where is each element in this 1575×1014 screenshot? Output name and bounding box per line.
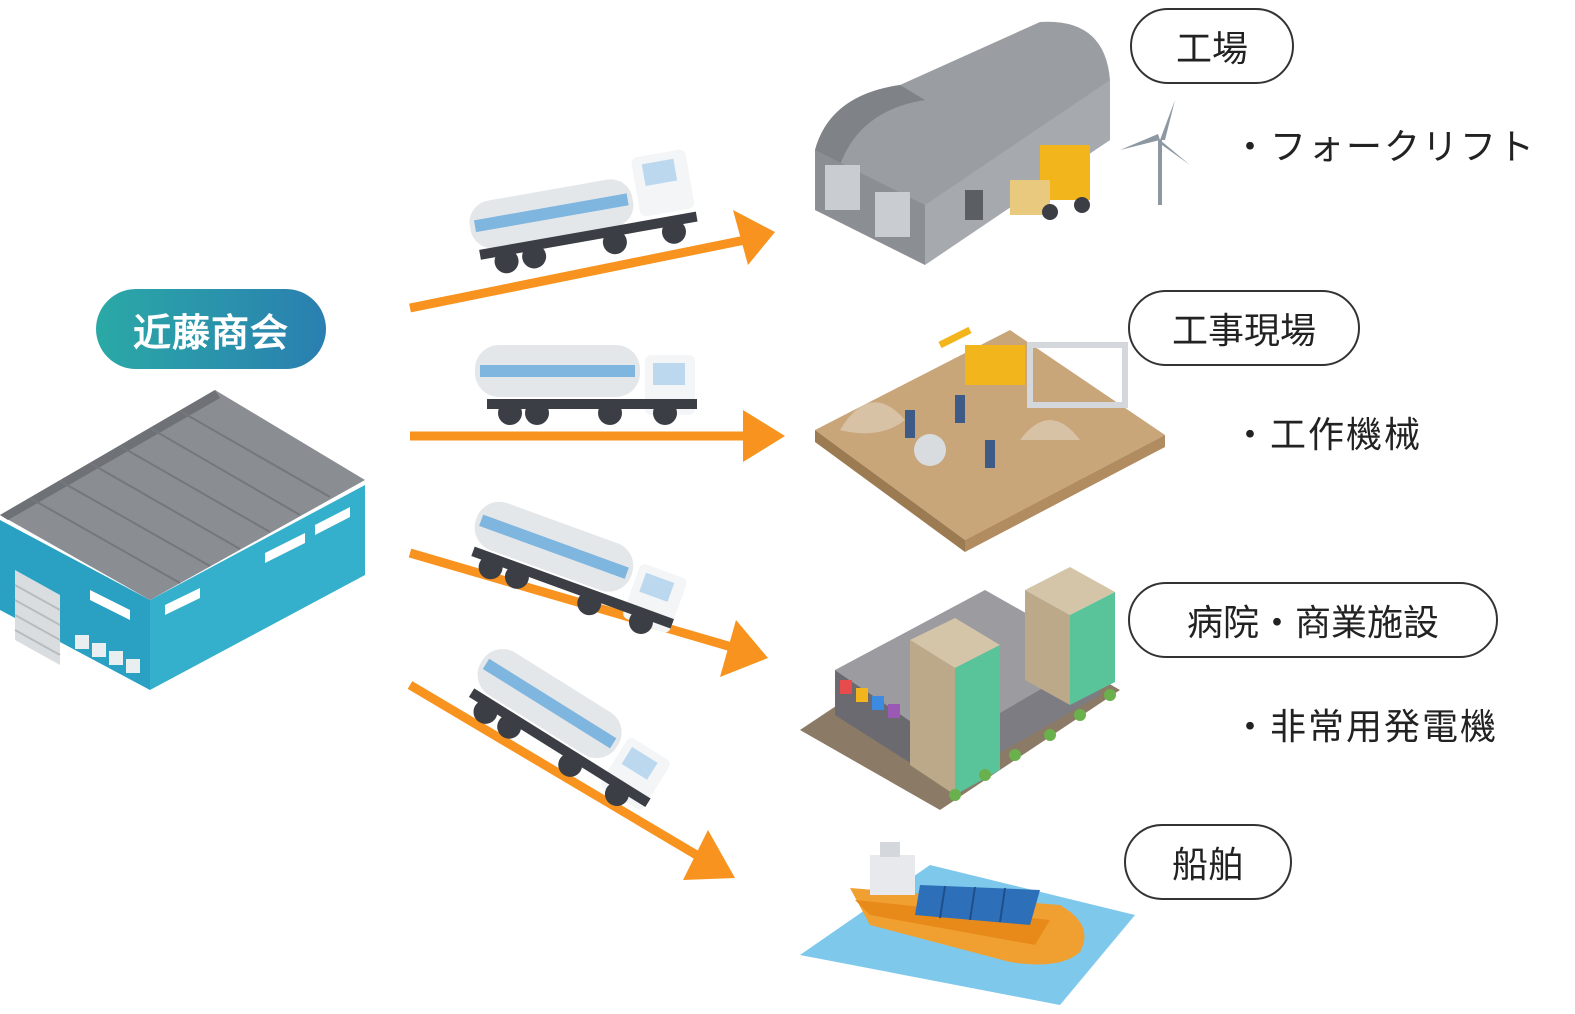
tanker-truck-icon xyxy=(475,345,697,425)
destination-label-construction: 工事現場 xyxy=(1128,290,1360,366)
forklift-icon xyxy=(1010,145,1090,220)
delivery-arrows xyxy=(407,210,785,880)
company-label: 近藤商会 xyxy=(96,289,326,369)
wind-turbine-icon xyxy=(1120,100,1190,205)
tanker-truck-icon xyxy=(469,149,698,274)
destination-note-factory: ・フォークリフト xyxy=(1232,127,1537,168)
tanker-truck-icon xyxy=(468,649,670,810)
arrow-to-factory xyxy=(409,210,775,313)
destination-label-ship: 船舶 xyxy=(1124,824,1292,900)
depot-warehouse-icon xyxy=(0,390,365,690)
destination-label-hospital: 病院・商業施設 xyxy=(1128,582,1498,658)
ship-icon xyxy=(800,842,1135,1005)
hospital-commercial-icon xyxy=(800,567,1120,810)
destination-label-factory: 工場 xyxy=(1130,8,1294,84)
arrow-to-construction xyxy=(410,410,785,462)
factory-icon xyxy=(815,21,1190,265)
tanker-truck-icon xyxy=(471,501,687,635)
arrow-to-hospital xyxy=(408,548,768,677)
destination-note-hospital: ・非常用発電機 xyxy=(1232,707,1499,748)
construction-site-icon xyxy=(815,326,1165,552)
destination-note-construction: ・工作機械 xyxy=(1232,415,1423,456)
arrow-to-ship xyxy=(407,681,735,880)
